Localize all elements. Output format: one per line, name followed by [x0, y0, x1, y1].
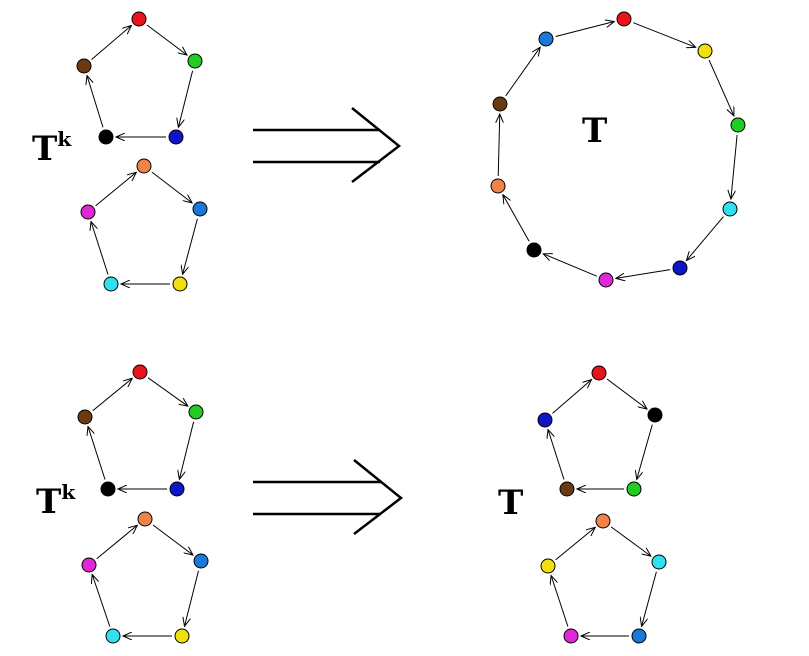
t-bottom-cycle-1-node-red — [591, 365, 607, 381]
t-top-label: T — [582, 111, 607, 151]
t-top-cycle-edge — [503, 195, 530, 242]
tk-top-cycle-2-edge — [151, 171, 192, 203]
t-top-cycle-edge — [633, 22, 695, 48]
tk-bottom-cycle-1-node-brown — [77, 409, 93, 425]
tk-top-cycle-2-node-cyan — [103, 276, 119, 292]
t-top-cycle-node-green — [730, 117, 746, 133]
t-bottom-cycle-1-node-green — [626, 481, 642, 497]
t-top-cycle-edge — [543, 254, 597, 277]
t-top-cycle-edge — [498, 114, 500, 177]
tk-top-label: Tk — [32, 127, 72, 169]
t-top-cycle-node-salmon — [490, 178, 506, 194]
tk-top-cycle-1-edge — [91, 26, 132, 60]
tk-bottom-cycle-2-node-magenta — [81, 557, 97, 573]
tk-top-cycle-1-node-brown — [76, 58, 92, 74]
t-bottom-cycle-2-edge — [555, 527, 596, 561]
tk-top-cycle-2-node-magenta — [80, 204, 96, 220]
t-bottom-cycle-1-node-brown — [559, 481, 575, 497]
tk-bottom-cycle-2-edge — [92, 575, 111, 627]
t-bottom-cycle-2-node-magenta — [563, 628, 579, 644]
tk-bottom-cycle-1-node-black — [100, 481, 116, 497]
implies-arrow-top — [253, 107, 402, 183]
tk-bottom-cycle-2-edge — [152, 524, 193, 555]
tk-bottom-cycle-2-edge — [185, 570, 199, 627]
tk-top-cycle-2-node-skyblue — [192, 201, 208, 217]
tk-bottom-cycle-1-node-blue — [169, 481, 185, 497]
t-bottom-cycle-1-edge — [552, 380, 592, 414]
tk-bottom-cycle-1-node-red — [132, 364, 148, 380]
tk-bottom-cycle-1-edge — [92, 378, 133, 412]
t-bottom-cycle-2-edge — [642, 571, 657, 627]
t-top-cycle-node-cyan — [722, 201, 738, 217]
t-top-cycle-edge — [555, 22, 615, 37]
t-top-cycle-node-yellow — [697, 43, 713, 59]
tk-top-cycle-1-edge — [178, 70, 194, 128]
implies-arrow-bottom — [253, 459, 404, 535]
tk-bottom-cycle-1-node-green — [188, 404, 204, 420]
tk-bottom-cycle-2-node-yellow — [174, 628, 190, 644]
t-top-cycle-edge — [616, 269, 671, 279]
tk-top-cycle-1-edge — [87, 76, 104, 128]
tk-top-cycle-1-node-black — [98, 129, 114, 145]
tk-top-cycle-2-edge — [95, 172, 137, 207]
t-top-cycle-node-magenta — [598, 272, 614, 288]
tk-bottom-label: Tk — [36, 480, 76, 522]
t-bottom-cycle-1-node-blue — [537, 412, 553, 428]
t-bottom-label: T — [498, 483, 523, 523]
tk-top-cycle-1-node-blue — [168, 129, 184, 145]
t-bottom-cycle-2-node-skyblue — [631, 628, 647, 644]
t-bottom-cycle-1-edge — [548, 430, 565, 480]
tk-bottom-cycle-2-node-cyan — [105, 628, 121, 644]
t-top-cycle-edge — [731, 134, 738, 199]
t-bottom-cycle-2-node-yellow — [540, 558, 556, 574]
t-bottom-cycle-2-edge — [551, 576, 569, 627]
tk-bottom-cycle-1-edge — [147, 377, 188, 406]
t-bottom-cycle-2-node-salmon — [595, 513, 611, 529]
t-top-cycle-node-blue — [672, 260, 688, 276]
t-bottom-cycle-2-edge — [610, 526, 651, 556]
tk-bottom-cycle-2-edge — [96, 525, 138, 560]
tk-top-cycle-2-edge — [91, 222, 109, 275]
tk-top-cycle-2-node-salmon — [136, 158, 152, 174]
tk-top-cycle-1-node-red — [131, 11, 147, 27]
t-bottom-cycle-2-node-cyan — [651, 554, 667, 570]
tk-top-cycle-2-node-yellow — [172, 276, 188, 292]
t-bottom-cycle-1-node-black — [647, 407, 663, 423]
t-top-cycle-node-skyblue — [538, 31, 554, 47]
tk-top-cycle-2-edge — [183, 218, 198, 275]
t-top-cycle-edge — [687, 216, 724, 261]
tk-top-cycle-1-node-green — [187, 53, 203, 69]
t-top-cycle-node-brown — [492, 96, 508, 112]
t-bottom-cycle-1-edge — [637, 424, 653, 480]
t-top-cycle-node-red — [616, 11, 632, 27]
tk-bottom-cycle-1-edge — [179, 421, 195, 480]
t-top-cycle-node-black — [526, 242, 542, 258]
tk-top-cycle-1-edge — [146, 24, 187, 55]
tk-bottom-cycle-2-node-skyblue — [193, 553, 209, 569]
tk-bottom-cycle-1-edge — [88, 427, 106, 480]
t-bottom-cycle-1-edge — [606, 378, 647, 409]
t-top-cycle-edge — [708, 59, 734, 116]
t-top-cycle-edge — [505, 47, 540, 97]
tk-bottom-cycle-2-node-salmon — [137, 511, 153, 527]
